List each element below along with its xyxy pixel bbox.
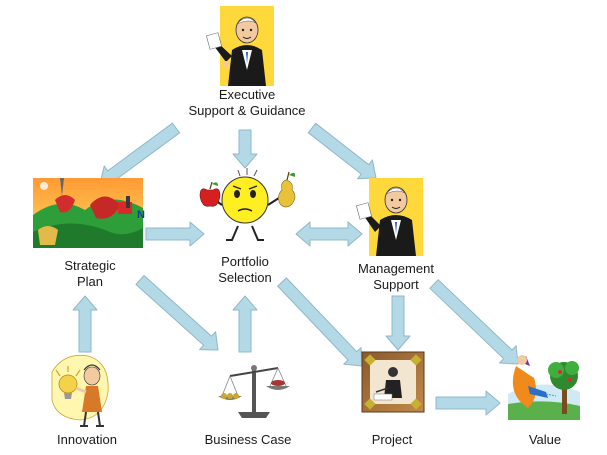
executive-label-line1: Executive [218, 87, 276, 102]
arrow-innovation-to-strategic [72, 295, 98, 353]
arrow-management-to-value [429, 279, 519, 365]
node-management-label: Management Support [346, 261, 446, 293]
smiley-apple-pear-icon [199, 168, 296, 241]
landscape-clipart-icon: N [33, 178, 145, 248]
portfolio-label-line2: Selection [218, 270, 272, 285]
executive-label-line2: Support & Guidance [188, 103, 306, 118]
management-label-line2: Support [373, 277, 419, 292]
manager-clipart-icon [356, 178, 423, 256]
portfolio-label-line1: Portfolio [221, 254, 269, 269]
node-value-label: Value [510, 432, 580, 448]
node-project-label: Project [352, 432, 432, 448]
value-label: Value [528, 432, 562, 447]
svg-text:N: N [137, 209, 145, 221]
arrow-executive-to-management [307, 122, 377, 180]
project-frame-icon [361, 351, 425, 413]
arrow-executive-to-portfolio [232, 129, 258, 169]
arrow-management-to-project [385, 295, 411, 351]
arrow-executive-to-strategic [99, 122, 181, 186]
node-innovation-label: Innovation [42, 432, 132, 448]
strategic-label-line1: Strategic [64, 258, 116, 273]
arrow-portfolio-management-bidirectional [295, 221, 363, 247]
node-business-case-label: Business Case [190, 432, 306, 448]
node-strategic-label: Strategic Plan [45, 258, 135, 290]
arrow-strategic-to-business-case [135, 275, 219, 351]
business-case-label: Business Case [204, 432, 292, 447]
arrow-business-case-to-portfolio [232, 295, 258, 353]
strategic-label-line2: Plan [76, 274, 104, 289]
lightbulb-idea-icon [51, 354, 109, 427]
project-label: Project [371, 432, 413, 447]
watering-tree-icon [508, 355, 580, 420]
arrow-strategic-to-portfolio [145, 221, 205, 247]
node-executive-label: Executive Support & Guidance [174, 87, 320, 119]
node-portfolio-label: Portfolio Selection [200, 254, 290, 286]
executive-clipart-icon [206, 6, 274, 86]
innovation-label: Innovation [57, 432, 117, 447]
scales-icon [218, 365, 290, 418]
arrow-project-to-value [435, 390, 501, 416]
management-label-line1: Management [358, 261, 434, 276]
arrows-layer [72, 122, 519, 416]
